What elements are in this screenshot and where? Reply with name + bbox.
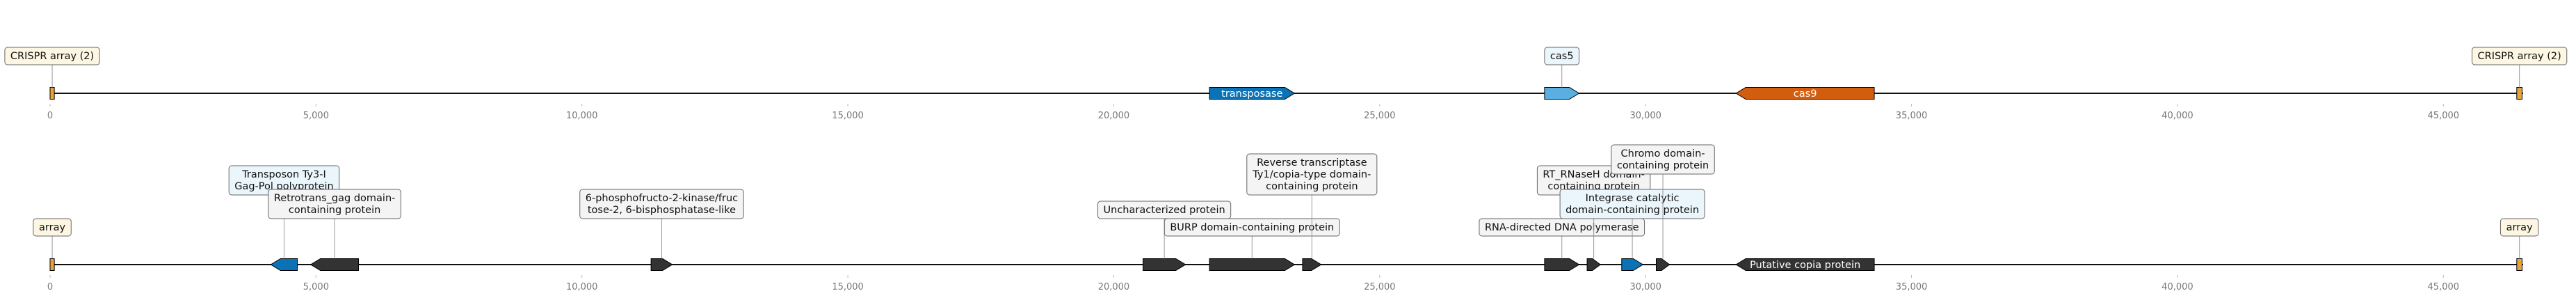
integrase-catalytic-feature: [1621, 258, 1644, 271]
tick-label: 20,000: [1098, 111, 1130, 121]
rna-directed-dna-polymerase-feature: [1544, 258, 1580, 271]
cas5-label: cas5: [1550, 51, 1574, 62]
tick-label: 10,000: [566, 111, 598, 121]
tick-label: 40,000: [2162, 111, 2193, 121]
burp-domain-feature: [1209, 258, 1296, 271]
tick-label: 5,000: [303, 282, 329, 292]
tick-label: 30,000: [1629, 282, 1661, 292]
tick-label: 5,000: [303, 111, 329, 121]
cas9-label: cas9: [1794, 88, 1817, 100]
crispr-array-left-label-box: [4, 47, 100, 65]
retrotrans-gag-label: Retrotrans_gag domain-containing protein: [274, 193, 396, 216]
tick-label: 10,000: [566, 282, 598, 292]
array-left-label-box: [33, 218, 72, 237]
tick-label: 35,000: [1896, 111, 1928, 121]
tick-label: 40,000: [2162, 282, 2193, 292]
cas5-label-box: [1544, 47, 1580, 65]
uncharacterized-protein-label-box: [1097, 201, 1232, 219]
crispr-array-right-label-box: [2472, 47, 2568, 65]
chromo-domain-label: Chromo domain-containing protein: [1617, 148, 1709, 171]
cas9-feature: [1735, 87, 1875, 100]
uncharacterized-protein-feature: [1143, 258, 1186, 271]
crispr-array-right-label: CRISPR array (2): [2478, 51, 2561, 62]
tick-label: 0: [47, 111, 53, 121]
uncharacterized-protein-label: Uncharacterized protein: [1104, 205, 1225, 216]
tick-label: 45,000: [2428, 111, 2460, 121]
retrotrans-gag-feature: [309, 258, 360, 271]
retrotrans-gag-label-box: [268, 189, 401, 219]
tick-label: 25,000: [1364, 111, 1396, 121]
burp-domain-label: BURP domain-containing protein: [1170, 222, 1334, 233]
tick-label: 35,000: [1896, 282, 1928, 292]
putative-copia-protein-label: Putative copia protein: [1750, 260, 1860, 271]
integrase-catalytic-label-box: [1559, 189, 1705, 219]
tick-label: 30,000: [1629, 111, 1661, 121]
cas5-feature: [1544, 87, 1580, 100]
phosphofructo-kinase-feature: [650, 258, 673, 271]
reverse-transcriptase-ty1-label-box: [1246, 153, 1378, 196]
phosphofructo-kinase-label-box: [579, 189, 744, 219]
chromo-domain-feature: [1655, 258, 1671, 271]
reverse-transcriptase-ty1-feature: [1302, 258, 1322, 271]
tick-label: 15,000: [832, 111, 864, 121]
track-top: 0 5,000 10,000 15,000 20,000 25,000 30,000 35,0…: [4, 47, 2568, 121]
transposase-feature: [1209, 87, 1296, 100]
array-right-label-box: [2499, 218, 2539, 237]
chromo-domain-label-box: [1611, 144, 1715, 175]
crispr-array-left-label: CRISPR array (2): [10, 51, 94, 62]
track-bottom: 0 5,000 10,000 15,000 20,000 25,000 30,000 35,0…: [33, 144, 2539, 292]
array-right-feature: [2516, 258, 2522, 271]
array-left-label: array: [39, 222, 65, 233]
tick-label: 0: [47, 282, 53, 292]
rna-directed-dna-polymerase-label: RNA-directed DNA polymerase: [1485, 222, 1639, 233]
burp-domain-label-box: [1164, 218, 1340, 237]
transposon-ty3-gag-pol-feature: [270, 258, 298, 271]
tick-label: 45,000: [2428, 282, 2460, 292]
crispr-array-left-feature: [49, 87, 55, 100]
tick-label: 15,000: [832, 282, 864, 292]
rt-rnaseh-domain-feature: [1586, 258, 1602, 271]
transposase-label: transposase: [1221, 88, 1282, 100]
tick-label: 20,000: [1098, 282, 1130, 292]
putative-copia-protein-feature: [1735, 258, 1875, 271]
array-right-label: array: [2506, 222, 2533, 233]
array-left-feature: [49, 258, 55, 271]
crispr-array-right-feature: [2516, 87, 2522, 100]
tick-label: 25,000: [1364, 282, 1396, 292]
